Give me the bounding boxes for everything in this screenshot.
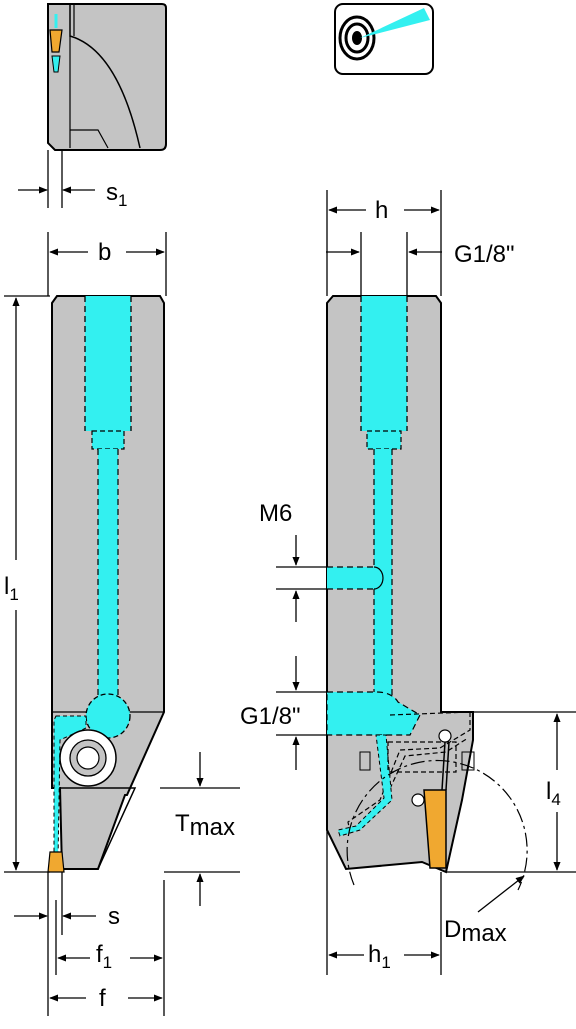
dim-m6: M6 (259, 500, 292, 527)
dim-tmax: Tmax (175, 810, 235, 841)
dim-l4: l4 (546, 778, 561, 809)
internal-coolant-icon (334, 3, 434, 75)
dim-h: h (375, 197, 388, 224)
dimension-labels: s1 b h G1/8" l1 M6 G1/8" l4 Tmax s f1 f … (4, 179, 561, 1012)
dim-f1: f1 (96, 941, 112, 972)
front-view (47, 295, 165, 873)
dim-dmax: Dmax (444, 916, 507, 947)
top-view (47, 3, 167, 151)
dim-l1: l1 (4, 573, 19, 604)
side-view (326, 295, 528, 891)
dim-f: f (99, 985, 106, 1012)
dim-b: b (98, 239, 111, 266)
dim-h1: h1 (368, 941, 391, 972)
dimension-lines (4, 150, 576, 1016)
dim-s1: s1 (106, 179, 127, 210)
dim-g-side: G1/8" (240, 703, 301, 730)
dim-s: s (108, 903, 120, 930)
dim-g-top: G1/8" (454, 241, 515, 268)
